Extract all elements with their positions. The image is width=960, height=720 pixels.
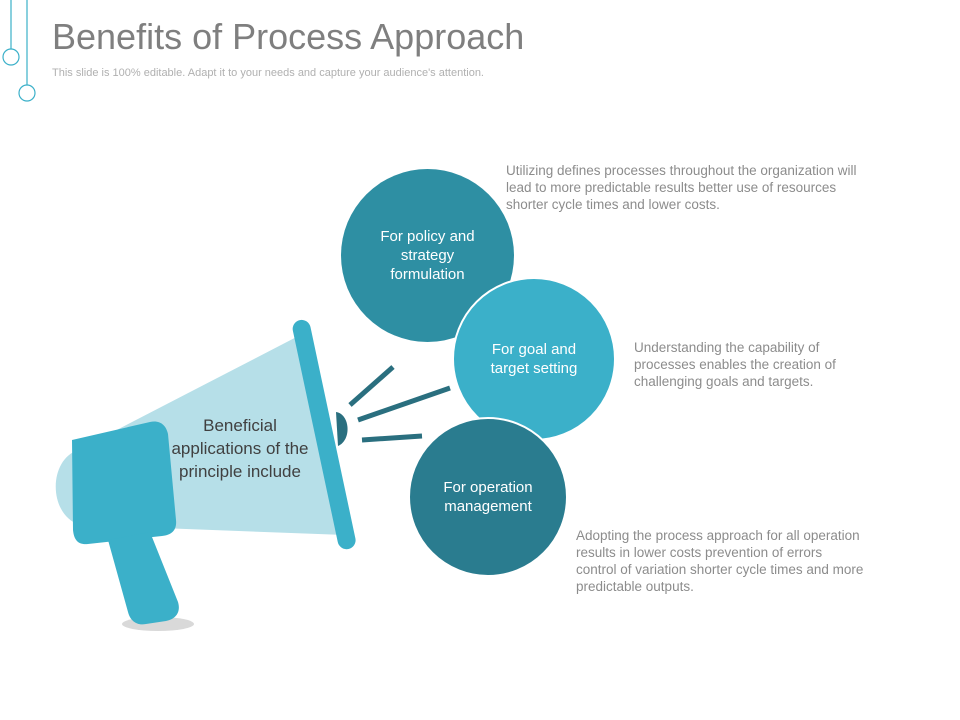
megaphone-rim [292, 319, 356, 550]
page-title: Benefits of Process Approach [52, 16, 525, 57]
center-label: Beneficial applications of the principle… [171, 416, 309, 481]
megaphone-handle [108, 532, 179, 625]
description-goal: Understanding the capability of processe… [634, 340, 836, 389]
megaphone-back [72, 421, 177, 545]
sound-line-bottom [361, 433, 423, 443]
page-subtitle: This slide is 100% editable. Adapt it to… [52, 67, 484, 79]
description-operation: Adopting the process approach for all op… [576, 528, 864, 594]
circle-label-policy: For policy and strategy formulation [380, 228, 475, 283]
circle-label-goal: For goal and target setting [490, 341, 578, 377]
sound-line-middle [357, 385, 451, 423]
decorative-hanging-circles [2, 0, 36, 102]
megaphone-emitter [336, 412, 348, 446]
description-policy: Utilizing defines processes throughout t… [506, 163, 857, 212]
circle-label-operation: For operation management [443, 479, 533, 515]
sound-line-top [348, 365, 395, 407]
circle-operation-management: For operation management [408, 417, 568, 577]
circle-goal-target: For goal and target setting [452, 277, 616, 441]
